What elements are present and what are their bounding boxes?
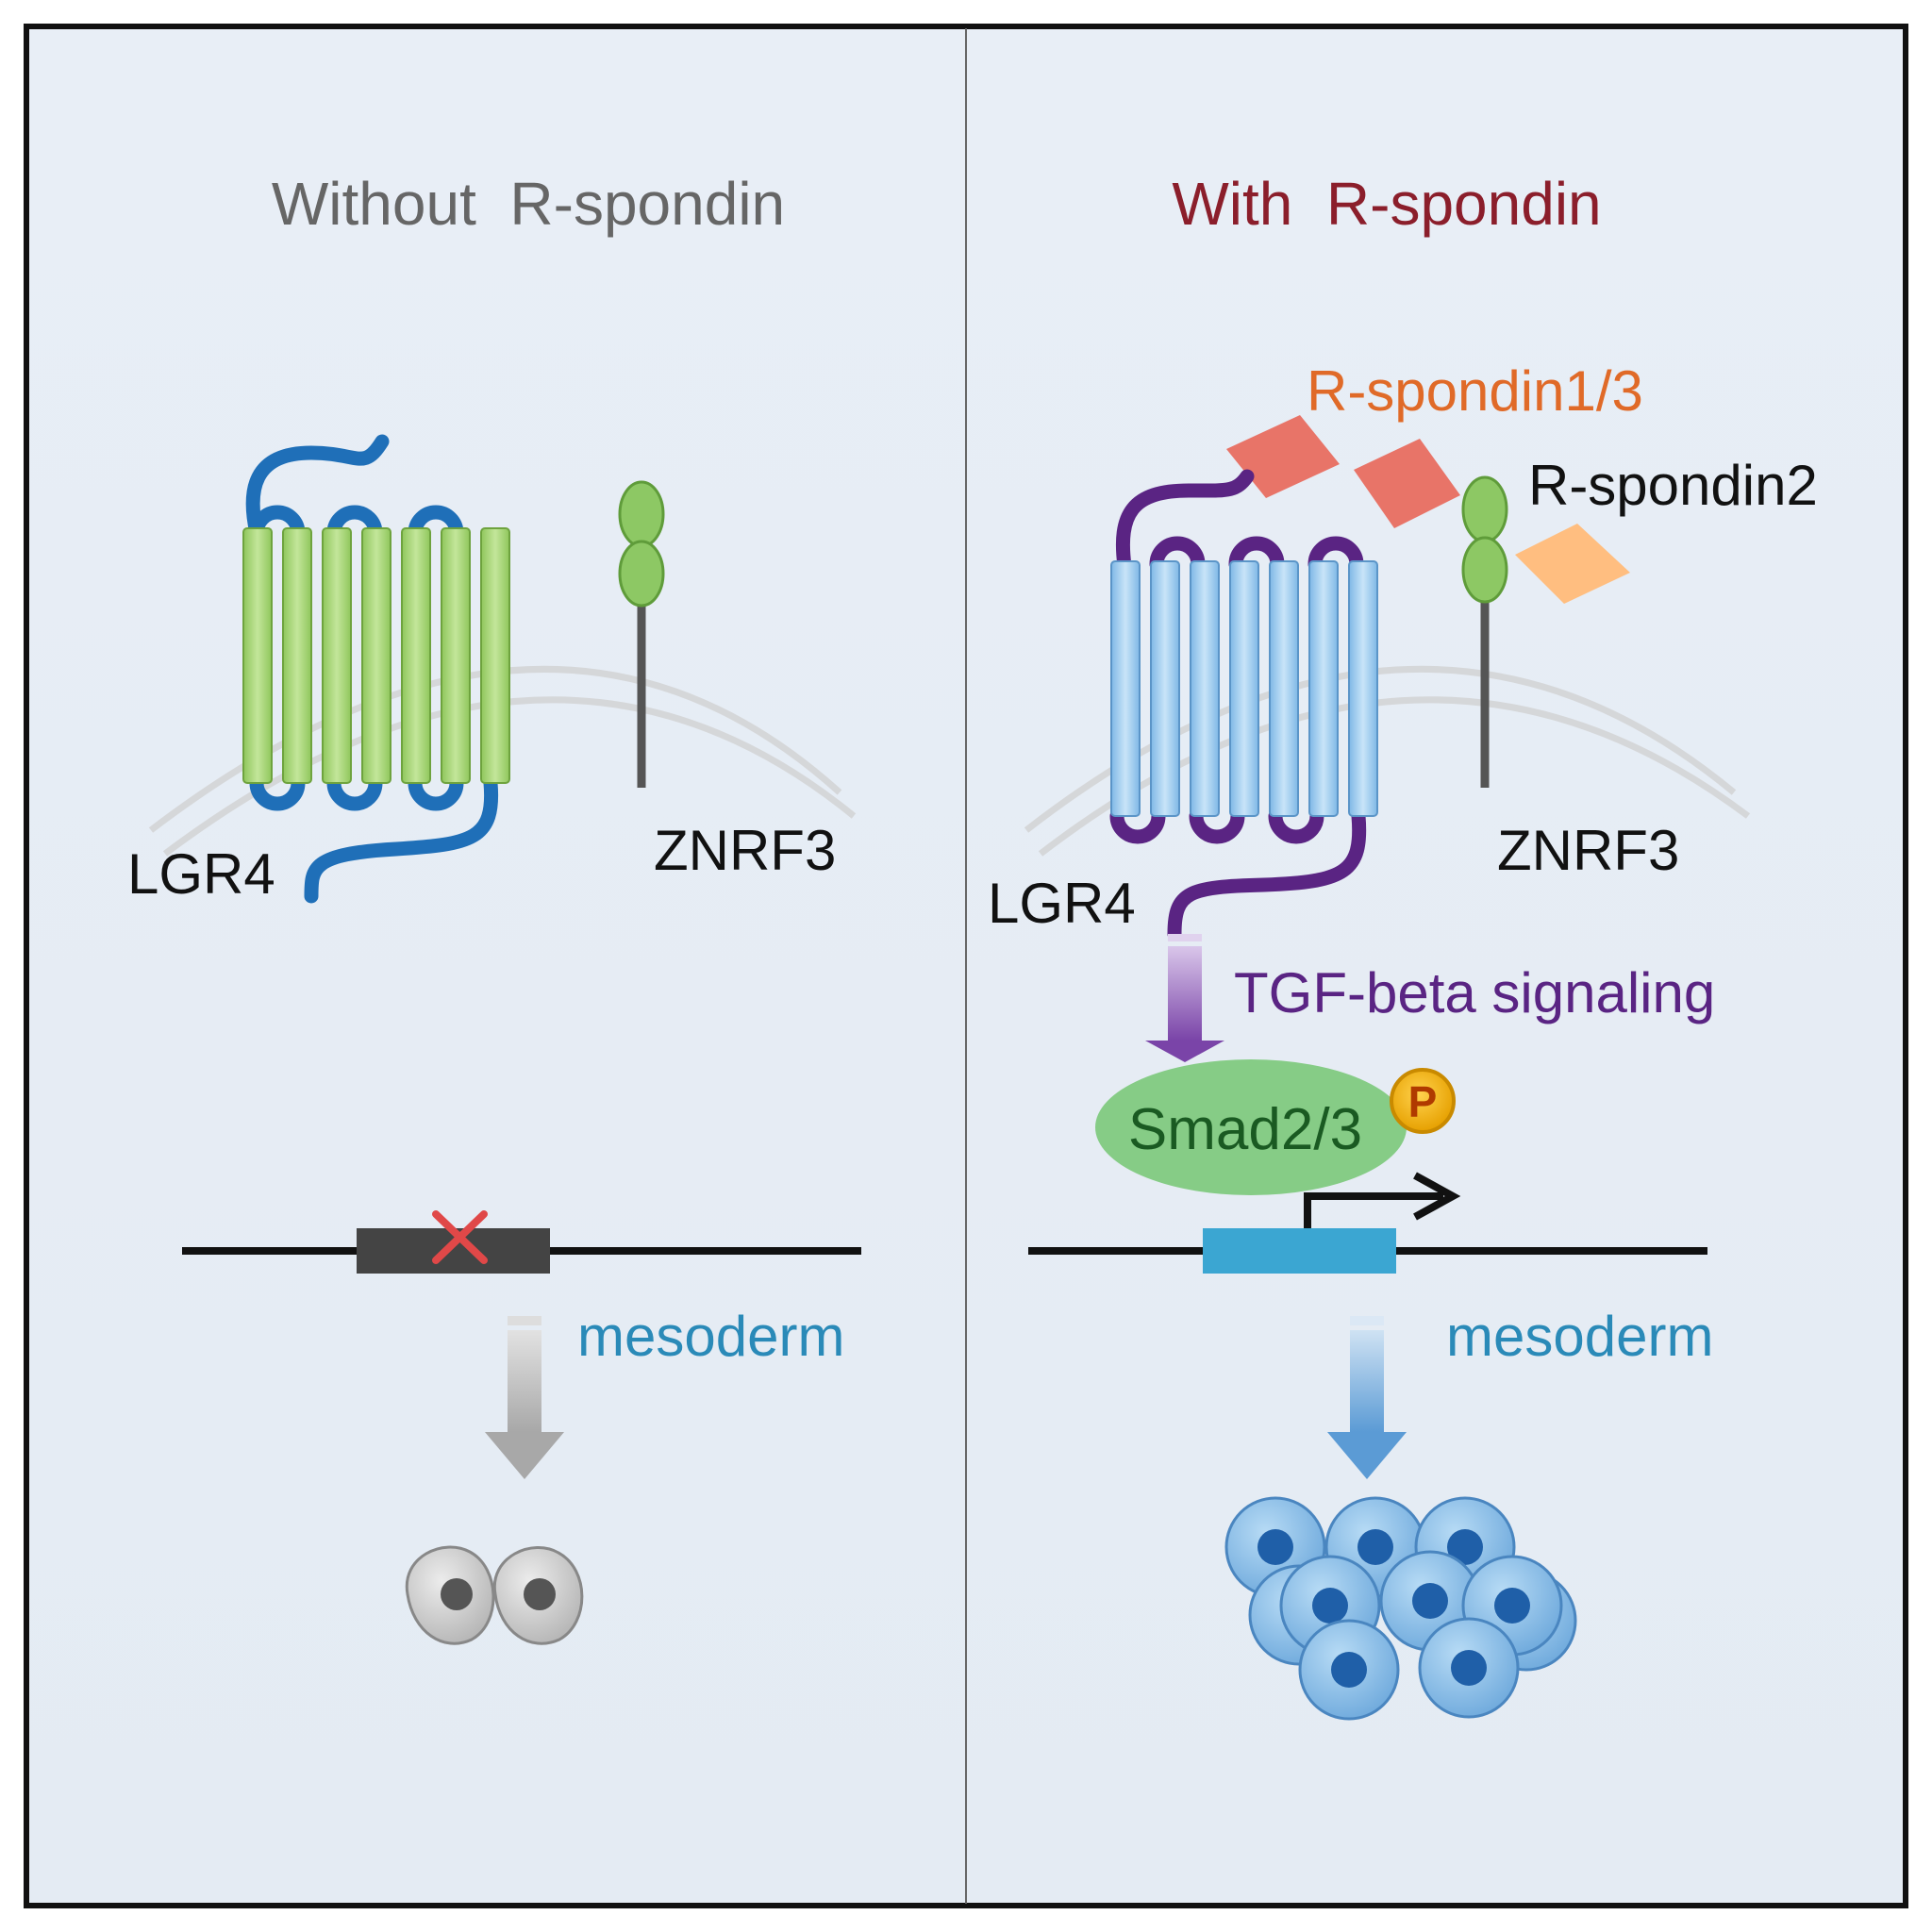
r-spondin1-3-ligands bbox=[1226, 415, 1460, 528]
blue-down-arrow bbox=[1327, 1316, 1407, 1479]
smad2-3-label: Smad2/3 bbox=[1128, 1097, 1362, 1162]
blue-cells-cluster bbox=[1224, 1496, 1577, 1721]
lgr4-label-left: LGR4 bbox=[127, 842, 275, 906]
znrf3-label-left: ZNRF3 bbox=[654, 819, 836, 882]
phosphate-badge: P bbox=[1390, 1068, 1456, 1134]
cell bbox=[492, 1546, 584, 1645]
r-spondin1-3-label: R-spondin1/3 bbox=[1307, 359, 1643, 423]
lgr4-helices bbox=[1110, 560, 1378, 817]
smad2-3-complex: Smad2/3 bbox=[1095, 1059, 1407, 1195]
cross-mark-icon bbox=[432, 1210, 488, 1264]
figure-border bbox=[24, 24, 1908, 1908]
lgr4-label-right: LGR4 bbox=[988, 872, 1136, 935]
right-panel: With R-spondin R-spondin1/3 R-spondin2 bbox=[988, 170, 1818, 1721]
znrf3-ligase-right bbox=[1461, 475, 1508, 788]
gray-cells bbox=[405, 1545, 584, 1645]
dna-inactive bbox=[182, 1210, 861, 1274]
mesoderm-label-left: mesoderm bbox=[577, 1305, 844, 1368]
left-panel: Without R-spondin bbox=[127, 170, 861, 1645]
transcription-arrowhead-icon bbox=[1413, 1172, 1461, 1221]
lgr4-receptor-inactive bbox=[242, 434, 510, 904]
lgr4-receptor-active bbox=[1109, 469, 1378, 941]
r-spondin2-ligand bbox=[1515, 524, 1630, 604]
lgr4-helices bbox=[242, 527, 510, 784]
r-spondin2-label: R-spondin2 bbox=[1528, 454, 1818, 517]
purple-down-arrow bbox=[1145, 934, 1224, 1062]
cell bbox=[405, 1545, 495, 1645]
phosphate-label: P bbox=[1408, 1077, 1438, 1126]
cell bbox=[1298, 1619, 1400, 1721]
cell bbox=[1418, 1617, 1520, 1719]
right-panel-title: With R-spondin bbox=[1172, 170, 1601, 238]
transcription-start-arrow-icon bbox=[1304, 1192, 1443, 1228]
gray-down-arrow bbox=[485, 1316, 564, 1479]
dna-active bbox=[1028, 1172, 1707, 1274]
tgf-beta-label: TGF-beta signaling bbox=[1234, 961, 1715, 1024]
mesoderm-label-right: mesoderm bbox=[1446, 1305, 1713, 1368]
znrf3-label-right: ZNRF3 bbox=[1497, 819, 1679, 882]
left-panel-title: Without R-spondin bbox=[272, 170, 785, 238]
active-gene bbox=[1203, 1228, 1396, 1274]
znrf3-ligase-left bbox=[618, 480, 665, 788]
